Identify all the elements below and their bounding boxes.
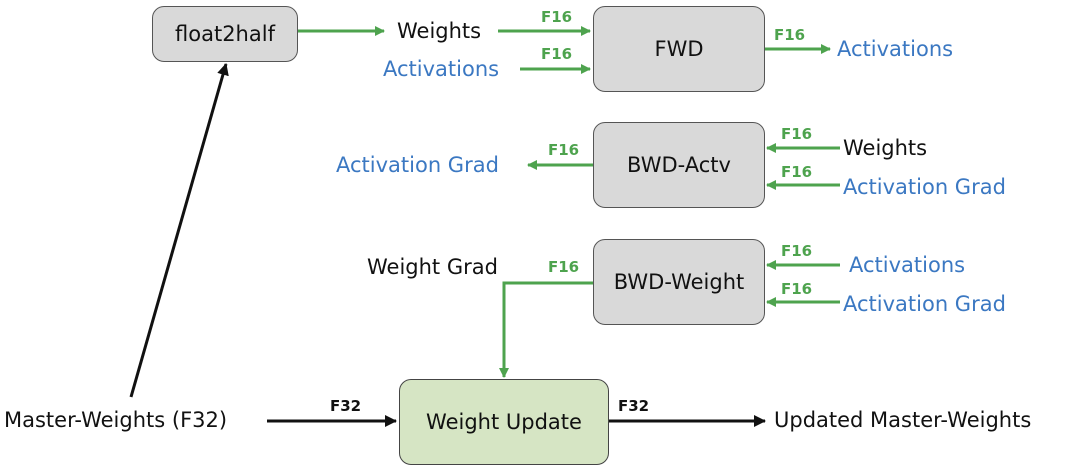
f16-tag-bwd-actv-weights: F16: [781, 125, 813, 143]
bwd-weight-input-activation-grad-label: Activation Grad: [843, 292, 1006, 316]
fwd-box: FWD: [593, 6, 765, 92]
bwd-actv-box: BWD-Actv: [593, 122, 765, 208]
bwd-actv-input-activation-grad-label: Activation Grad: [843, 175, 1006, 199]
arrow-master-weights-to-float2half: [129, 63, 229, 398]
weight-update-box: Weight Update: [399, 379, 609, 465]
arrow-bwd-weight-to-weight-update: [499, 281, 593, 378]
f32-tag-update-output: F32: [618, 397, 650, 415]
f32-tag-master-input: F32: [330, 397, 362, 415]
bwd-actv-input-weights-label: Weights: [843, 136, 928, 160]
f16-tag-fwd-output: F16: [774, 26, 806, 44]
f16-tag-fwd-weights: F16: [541, 8, 573, 26]
f16-tag-bwd-weight-activation-grad: F16: [781, 280, 813, 298]
f16-tag-bwd-actv-activation-grad: F16: [781, 163, 813, 181]
bwd-weight-input-activations-label: Activations: [849, 253, 966, 277]
f16-tag-weight-grad: F16: [548, 258, 580, 276]
bwd-weight-box: BWD-Weight: [593, 239, 765, 325]
bwd-actv-output-label: Activation Grad: [336, 153, 499, 177]
fwd-input-activations-label: Activations: [383, 57, 500, 81]
updated-master-weights-label: Updated Master-Weights: [774, 408, 1032, 432]
fwd-input-weights-label: Weights: [397, 19, 482, 43]
f16-tag-bwd-actv-output: F16: [548, 141, 580, 159]
weight-grad-label: Weight Grad: [367, 255, 498, 279]
fwd-output-activations-label: Activations: [837, 37, 954, 61]
f16-tag-fwd-activations: F16: [541, 45, 573, 63]
master-weights-label: Master-Weights (F32): [4, 408, 228, 432]
f16-tag-bwd-weight-activations: F16: [781, 242, 813, 260]
float2half-box: float2half: [152, 6, 298, 62]
